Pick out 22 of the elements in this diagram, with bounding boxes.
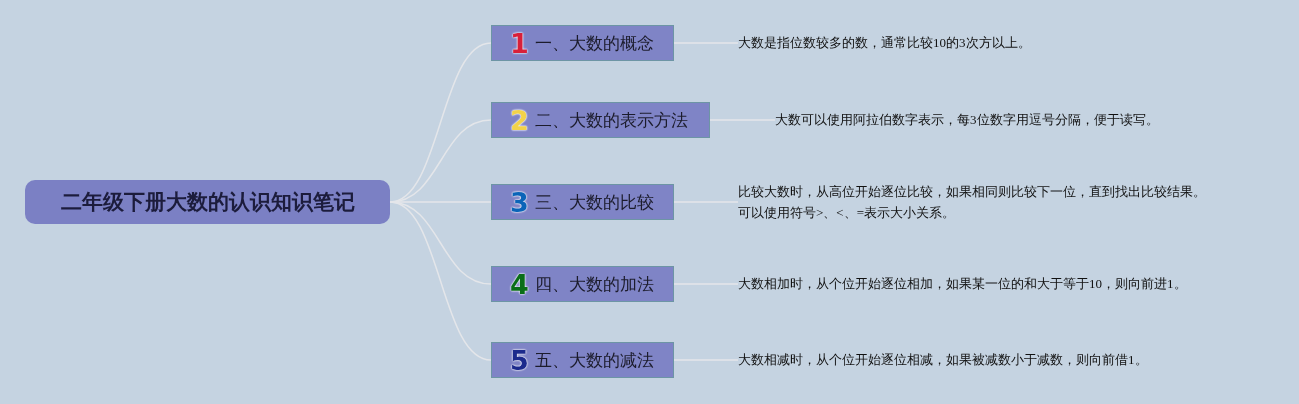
number-label: 1 xyxy=(510,29,529,57)
topic-box xyxy=(491,266,674,302)
number-label: 5 xyxy=(510,346,529,374)
number-label: 3 xyxy=(510,188,529,216)
note-text: 大数相减时，从个位开始逐位相减，如果被减数小于减数，则向前借1。 xyxy=(738,349,1258,371)
topic-box xyxy=(491,102,710,138)
topic-title: 二、大数的表示方法 xyxy=(534,108,688,132)
number-label: 4 xyxy=(510,270,529,298)
central-topic xyxy=(25,180,390,224)
topic-title: 五、大数的减法 xyxy=(534,348,654,372)
topic-box xyxy=(491,342,674,378)
topic-box xyxy=(491,25,674,61)
topic-title: 一、大数的概念 xyxy=(534,31,654,55)
central-title: 二年级下册大数的认识知识笔记 xyxy=(60,189,355,216)
topic-title: 四、大数的加法 xyxy=(534,272,654,296)
note-text: 大数相加时，从个位开始逐位相加，如果某一位的和大于等于10，则向前进1。 xyxy=(738,273,1258,295)
note-text: 大数可以使用阿拉伯数字表示，每3位数字用逗号分隔，便于读写。 xyxy=(775,109,1295,131)
topic-box xyxy=(491,184,674,220)
note-text: 大数是指位数较多的数，通常比较10的3次方以上。 xyxy=(738,32,1258,54)
topic-title: 三、大数的比较 xyxy=(534,190,654,214)
number-label: 2 xyxy=(510,106,529,134)
note-text: 比较大数时，从高位开始逐位比较，如果相同则比较下一位，直到找出比较结果。可以使用符号>、<、=表示大小关系。 xyxy=(738,181,1216,223)
